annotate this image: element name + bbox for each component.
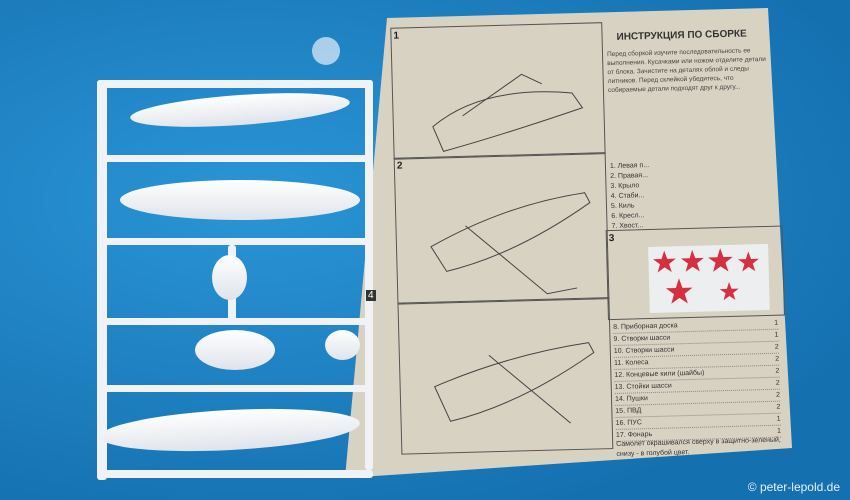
- part-qty: 2: [776, 403, 781, 411]
- wheel-part: [212, 255, 247, 300]
- canopy-part: [312, 37, 340, 65]
- part-qty: 2: [775, 379, 780, 387]
- part-item: 2. Правая...: [610, 172, 649, 181]
- part-name: 11. Колеса: [614, 359, 649, 367]
- part-name: 15. ПВД: [615, 407, 642, 415]
- part-item: 4. Стаби...: [610, 192, 645, 201]
- red-star-decal: [719, 281, 739, 301]
- part-item: 7. Хвост...: [611, 222, 644, 231]
- part-name: 13. Стойки шасси: [614, 382, 672, 391]
- stabilizer-part: [195, 330, 275, 370]
- red-star-decals: [652, 247, 760, 304]
- red-star-decal: [665, 277, 693, 304]
- parts-list: 8. Приборная доска 1 9. Створки шасси 1 10…: [613, 317, 782, 442]
- tail-part: [325, 330, 360, 360]
- red-star-decal: [652, 250, 677, 273]
- red-star-decal: [737, 251, 760, 272]
- instructions-intro: Перед сборкой изучите последовательность…: [606, 47, 766, 95]
- part-qty: 2: [774, 343, 779, 351]
- part-qty: 2: [775, 367, 780, 375]
- part-name: 12. Концевые кили (шайбы): [614, 369, 705, 379]
- step-number: 3: [608, 232, 615, 245]
- watermark: © peter-lepold.de: [747, 480, 840, 494]
- step-number: 2: [396, 160, 403, 172]
- paint-note: Самолет окрашивался сверху в защитно-зел…: [616, 436, 781, 458]
- part-name: 16. ПУС: [615, 419, 642, 427]
- parts-list-top: 1. Левая п... 2. Правая... 3. Крыло 4. С…: [610, 161, 651, 232]
- part-name: 10. Створки шасси: [613, 346, 675, 355]
- decal-sheet: [648, 243, 770, 314]
- assembly-drawings: [430, 73, 595, 424]
- red-star-decal: [707, 247, 734, 273]
- wing-part: [120, 180, 360, 220]
- instructions-title: ИНСТРУКЦИЯ ПО СБОРКЕ: [616, 28, 747, 43]
- part-name: 8. Приборная доска: [613, 322, 678, 332]
- step-number: 1: [393, 30, 400, 42]
- part-name: 14. Пушки: [614, 395, 648, 403]
- part-qty: 1: [776, 415, 781, 423]
- part-qty: 1: [774, 331, 779, 339]
- instruction-content: 1 2 3 ИНСТРУКЦИЯ ПО СБОРКЕ Перед сборкой…: [380, 8, 792, 468]
- sprue-label: 4: [366, 290, 376, 301]
- part-name: 9. Створки шасси: [613, 334, 671, 343]
- part-qty: 2: [775, 355, 780, 363]
- part-qty: 1: [774, 319, 779, 327]
- red-star-decal: [680, 249, 705, 272]
- part-qty: 2: [776, 391, 781, 399]
